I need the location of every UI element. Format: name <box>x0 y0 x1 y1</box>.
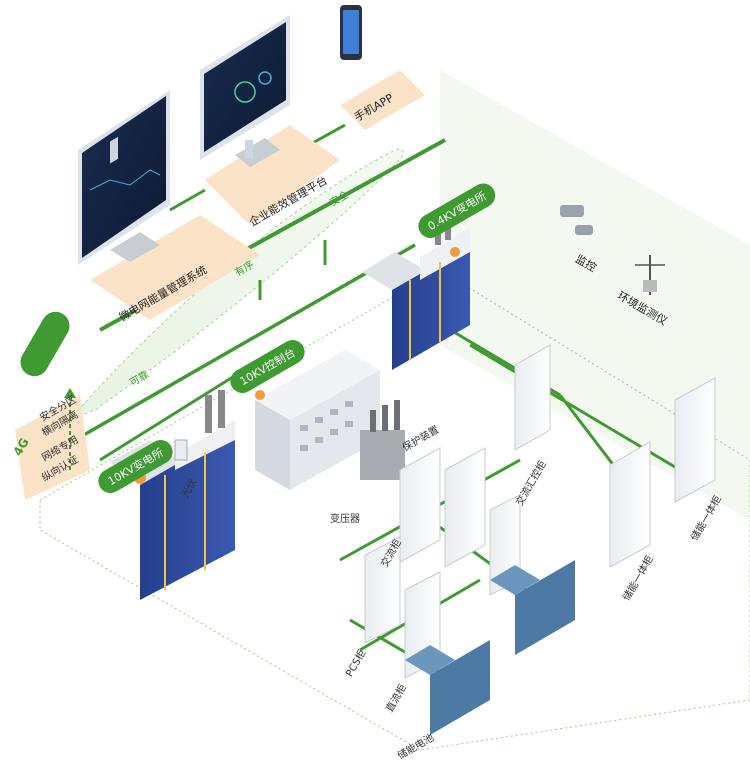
platform-link <box>169 188 206 212</box>
label-transformer: 变压器 <box>330 514 360 525</box>
monitor-enterprise <box>200 15 290 167</box>
battery-containers <box>405 560 575 735</box>
weather-station-icon <box>635 255 665 295</box>
cabinet-04kv <box>362 210 470 370</box>
phone-icon <box>340 5 362 60</box>
card-microgrid <box>90 215 260 320</box>
cabinet-10kv <box>110 390 235 600</box>
bus-line-main <box>74 243 416 442</box>
arc-band <box>69 148 404 421</box>
card-dispatch <box>15 395 90 500</box>
dispatch-pill <box>20 311 70 377</box>
right-panel <box>440 70 750 520</box>
card-mobile <box>340 70 425 130</box>
transformer <box>360 400 405 480</box>
monitor-microgrid <box>78 90 170 265</box>
card-enterprise <box>205 125 340 225</box>
control-panel-10kv <box>255 350 380 490</box>
camera-icon <box>560 205 593 235</box>
